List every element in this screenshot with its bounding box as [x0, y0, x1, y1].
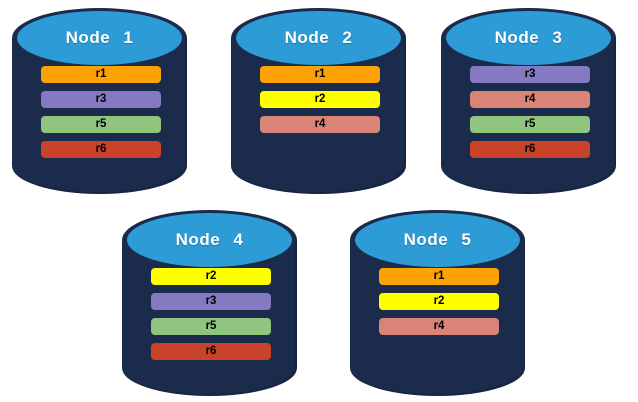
replica-label: r6	[205, 344, 217, 357]
replica-bar-r1: r1	[260, 66, 380, 83]
replica-label: r1	[95, 67, 107, 80]
replica-label: r3	[95, 92, 107, 105]
replica-bar-r6: r6	[151, 343, 271, 360]
cylinder-top-ellipse: Node 4	[127, 213, 292, 267]
node-1: Node 1 r1 r3 r5 r6	[12, 8, 187, 194]
replica-label: r3	[524, 67, 536, 80]
replica-label: r4	[433, 319, 445, 332]
node-4: Node 4 r2 r3 r5 r6	[122, 210, 297, 396]
replica-list: r1 r2 r4	[379, 268, 499, 343]
replica-label: r6	[524, 142, 536, 155]
node-title: Node 4	[175, 230, 244, 249]
replica-label: r4	[524, 92, 536, 105]
cylinder-top-ellipse: Node 5	[355, 213, 520, 267]
replica-list: r3 r4 r5 r6	[470, 66, 590, 166]
node-title: Node 1	[65, 28, 134, 47]
replica-label: r5	[95, 117, 107, 130]
replica-label: r2	[205, 269, 217, 282]
replica-label: r6	[95, 142, 107, 155]
cylinder-top-ellipse: Node 1	[17, 11, 182, 65]
replica-label: r5	[524, 117, 536, 130]
replica-label: r4	[314, 117, 326, 130]
replica-list: r1 r3 r5 r6	[41, 66, 161, 166]
replica-bar-r1: r1	[41, 66, 161, 83]
cylinder-top-ellipse: Node 3	[446, 11, 611, 65]
replica-bar-r4: r4	[260, 116, 380, 133]
replica-label: r3	[205, 294, 217, 307]
replica-bar-r6: r6	[41, 141, 161, 158]
replica-label: r1	[433, 269, 445, 282]
replica-bar-r4: r4	[379, 318, 499, 335]
node-2: Node 2 r1 r2 r4	[231, 8, 406, 194]
replica-bar-r4: r4	[470, 91, 590, 108]
node-title: Node 3	[494, 28, 563, 47]
replica-label: r1	[314, 67, 326, 80]
replica-bar-r3: r3	[151, 293, 271, 310]
replica-label: r2	[314, 92, 326, 105]
node-title: Node 5	[403, 230, 472, 249]
replica-bar-r5: r5	[151, 318, 271, 335]
replica-bar-r2: r2	[151, 268, 271, 285]
cylinder-top-ellipse: Node 2	[236, 11, 401, 65]
replica-bar-r2: r2	[379, 293, 499, 310]
replica-bar-r2: r2	[260, 91, 380, 108]
replica-bar-r6: r6	[470, 141, 590, 158]
replica-list: r1 r2 r4	[260, 66, 380, 141]
node-title: Node 2	[284, 28, 353, 47]
replica-label: r5	[205, 319, 217, 332]
node-5: Node 5 r1 r2 r4	[350, 210, 525, 396]
replica-list: r2 r3 r5 r6	[151, 268, 271, 368]
replica-bar-r5: r5	[41, 116, 161, 133]
replica-bar-r5: r5	[470, 116, 590, 133]
replica-bar-r3: r3	[470, 66, 590, 83]
replica-bar-r3: r3	[41, 91, 161, 108]
replica-bar-r1: r1	[379, 268, 499, 285]
node-3: Node 3 r3 r4 r5 r6	[441, 8, 616, 194]
replica-label: r2	[433, 294, 445, 307]
